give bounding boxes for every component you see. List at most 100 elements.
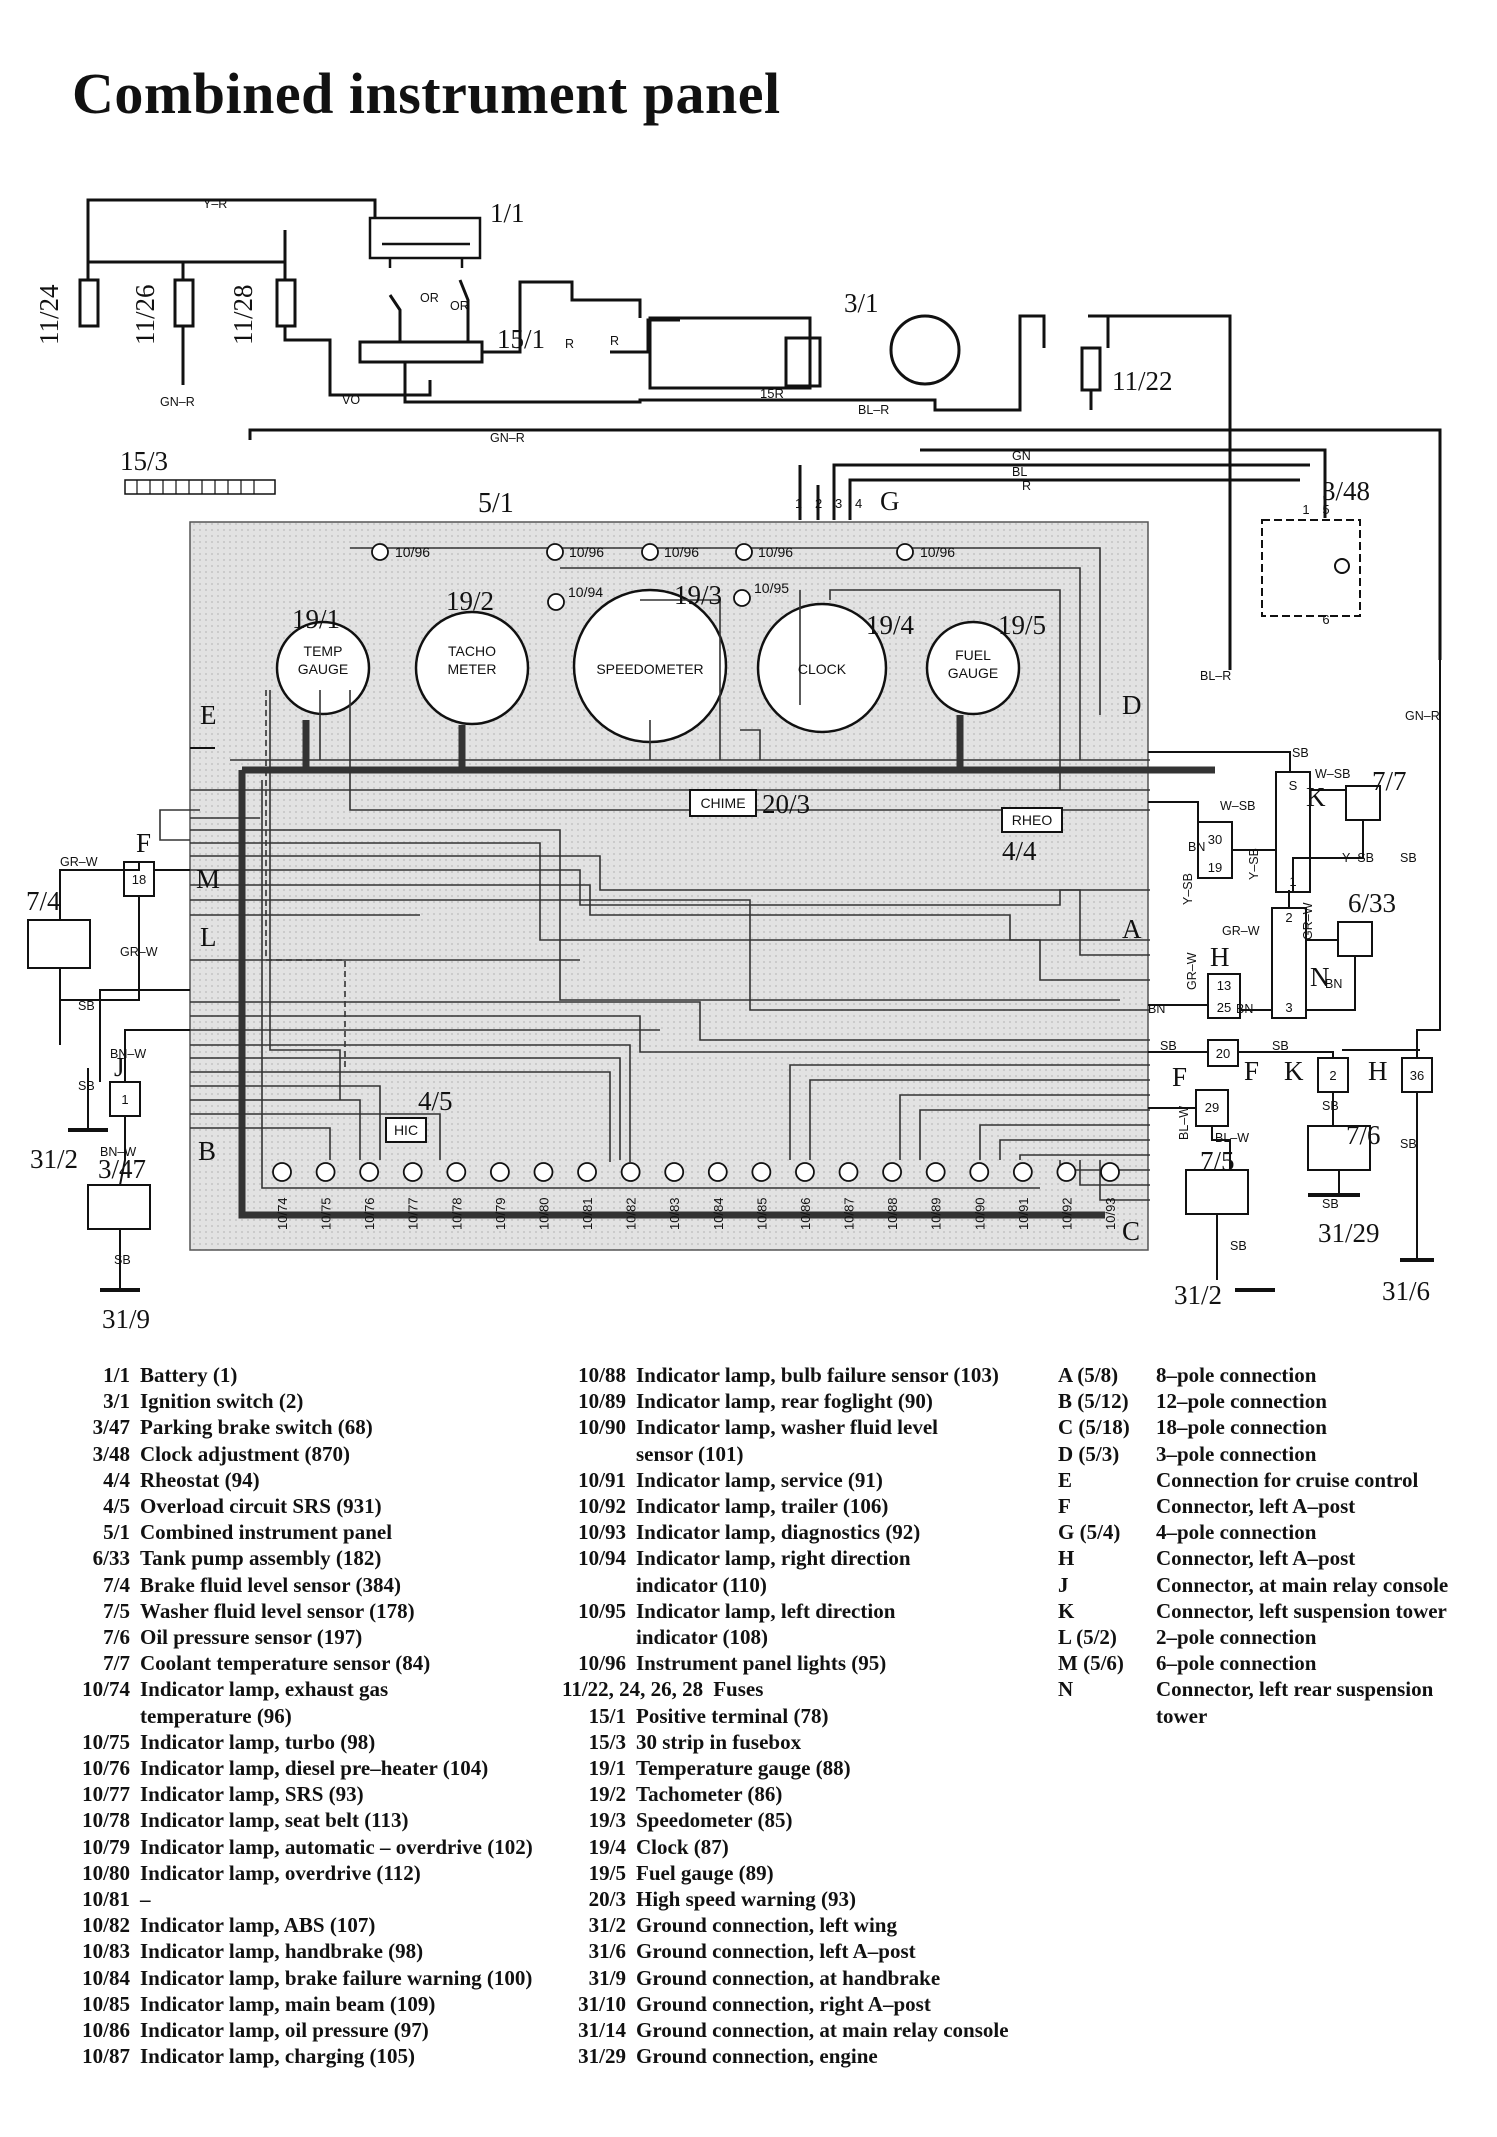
tacho-label-1: TACHO bbox=[448, 643, 496, 659]
legend-code: 10/84 bbox=[82, 1965, 130, 1990]
label-ground-31-29: 31/29 bbox=[1318, 1218, 1380, 1248]
lamp-10-96-a bbox=[371, 543, 389, 561]
hic-box bbox=[385, 1117, 427, 1143]
external-wiring bbox=[59, 660, 1441, 1290]
legend-text: Clock adjustment (870) bbox=[140, 1441, 350, 1466]
temp-gauge-label-2: GAUGE bbox=[298, 661, 349, 677]
indicator-lamp-label: 10/78 bbox=[449, 1197, 464, 1230]
washer-fluid-sensor bbox=[1185, 1169, 1249, 1215]
legend-code: B (5/12) bbox=[1058, 1389, 1129, 1414]
legend-row: sensor (101) bbox=[548, 1441, 1009, 1467]
legend-text: 30 strip in fusebox bbox=[636, 1729, 802, 1754]
legend-text: 3–pole connection bbox=[1156, 1441, 1317, 1466]
wire-bn-1: BN bbox=[1236, 1002, 1253, 1016]
wire-gr-w-4: GR–W bbox=[1185, 952, 1199, 990]
connector-f-right-2: F bbox=[1244, 1056, 1259, 1086]
indicator-lamp-label: 10/77 bbox=[406, 1197, 421, 1230]
legend-code: 10/91 bbox=[578, 1467, 626, 1492]
label-positive-terminal: 15/1 bbox=[497, 324, 545, 354]
temp-gauge-circle bbox=[275, 620, 371, 716]
legend-text: 4–pole connection bbox=[1156, 1520, 1317, 1545]
indicator-lamp-label: 10/89 bbox=[929, 1197, 944, 1230]
legend-code: L (5/2) bbox=[1058, 1625, 1117, 1650]
legend-text: Fuses bbox=[713, 1677, 764, 1702]
legend-text: Ground connection, at main relay console bbox=[636, 2018, 1009, 2043]
indicator-lamp bbox=[795, 1162, 815, 1182]
legend-text: Indicator lamp, left direction bbox=[636, 1598, 896, 1623]
legend-text: 6–pole connection bbox=[1156, 1651, 1317, 1676]
legend-code: 7/7 bbox=[103, 1651, 130, 1676]
tacho-label-2: METER bbox=[448, 661, 497, 677]
label-fuse-11-24: 11/24 bbox=[34, 284, 64, 345]
legend-text: Oil pressure sensor (197) bbox=[140, 1625, 363, 1650]
wire-sb-7: SB bbox=[1322, 1099, 1339, 1113]
legend-text: 12–pole connection bbox=[1156, 1389, 1327, 1414]
strip-30-fusebox bbox=[124, 479, 276, 495]
indicator-lamp-label: 10/88 bbox=[885, 1197, 900, 1230]
label-battery: 1/1 bbox=[490, 198, 525, 228]
indicator-lamp bbox=[1056, 1162, 1077, 1182]
legend-text: Indicator lamp, rear foglight (90) bbox=[636, 1389, 933, 1414]
fuel-gauge-circle bbox=[925, 620, 1021, 716]
legend-row: 10/89 Indicator lamp, rear foglight (90) bbox=[548, 1388, 1009, 1414]
label-oil-pressure: 7/6 bbox=[1346, 1120, 1381, 1150]
indicator-lamp-label: 10/81 bbox=[580, 1197, 595, 1230]
legend-text: Fuel gauge (89) bbox=[636, 1860, 774, 1885]
legend-code: 10/89 bbox=[578, 1389, 626, 1414]
lamp-label-10-96-c: 10/96 bbox=[664, 544, 699, 560]
indicator-lamp bbox=[359, 1162, 380, 1182]
legend-text: indicator (110) bbox=[636, 1572, 767, 1597]
lamp-label-10-96-d: 10/96 bbox=[758, 544, 793, 560]
box-k-1: 1 bbox=[1289, 874, 1296, 889]
wire-w-sb-2: W–SB bbox=[1315, 767, 1350, 781]
chime-box bbox=[689, 789, 757, 817]
indicator-lamp-label: 10/75 bbox=[319, 1197, 334, 1230]
rheo-label: RHEO bbox=[1012, 812, 1053, 828]
box-20: 20 bbox=[1216, 1046, 1230, 1061]
indicator-lamp bbox=[533, 1162, 554, 1182]
legend-code: 10/79 bbox=[82, 1834, 130, 1859]
label-ground-31-9: 31/9 bbox=[102, 1304, 150, 1334]
legend-code: 4/4 bbox=[103, 1467, 130, 1492]
legend-code: 10/93 bbox=[578, 1520, 626, 1545]
legend-text: Connector, left A–post bbox=[1156, 1546, 1356, 1571]
label-ignition: 3/1 bbox=[844, 288, 879, 318]
wire-gn-r-top: GN–R bbox=[490, 431, 525, 445]
wire-or-2: OR bbox=[450, 299, 469, 313]
hic-label: HIC bbox=[394, 1122, 418, 1138]
legend-code: 10/82 bbox=[82, 1913, 130, 1938]
indicator-lamp bbox=[925, 1162, 946, 1182]
wire-y-sb-1: Y–SB bbox=[1342, 851, 1374, 865]
connector-g: G bbox=[880, 486, 900, 516]
legend-text: Washer fluid level sensor (178) bbox=[140, 1598, 415, 1623]
chime-label: CHIME bbox=[700, 795, 745, 811]
legend-code: 3/48 bbox=[92, 1441, 130, 1466]
legend-code: 5/1 bbox=[103, 1520, 130, 1545]
legend-row: indicator (108) bbox=[548, 1624, 1009, 1650]
indicator-lamp bbox=[402, 1162, 423, 1182]
legend-text: Battery (1) bbox=[140, 1363, 238, 1387]
legend-row: B (5/12) 12–pole connection bbox=[1058, 1388, 1448, 1414]
indicator-lamp-label: 10/79 bbox=[493, 1197, 508, 1230]
legend-code: 7/4 bbox=[103, 1572, 130, 1597]
wire-y-sb-2: Y–SB bbox=[1181, 873, 1195, 905]
box-36: 36 bbox=[1410, 1068, 1424, 1083]
